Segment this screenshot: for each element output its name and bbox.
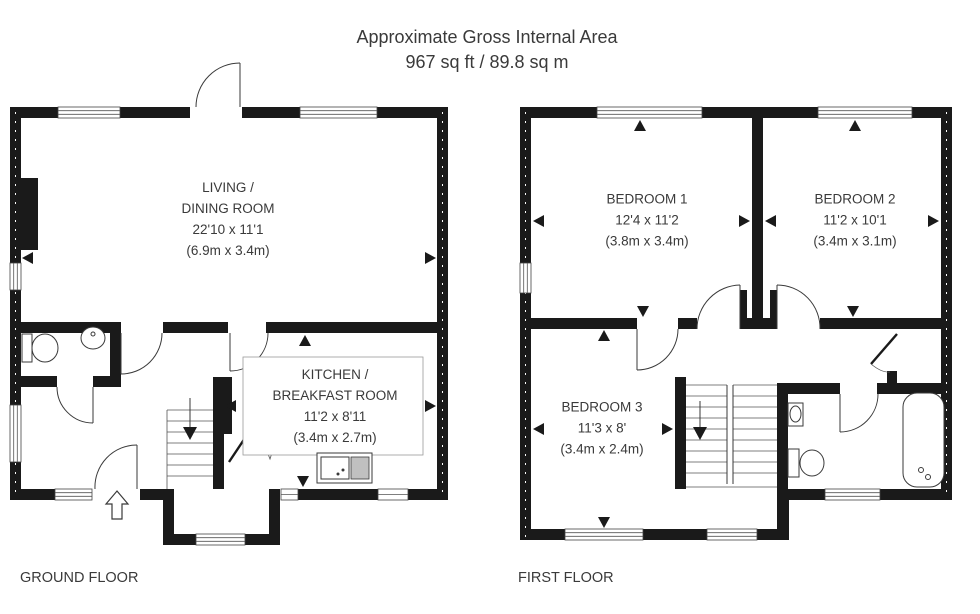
dimension-arrows-first	[533, 120, 939, 528]
room-dimensions-imperial: 12'4 x 11'2	[615, 212, 679, 228]
window	[9, 106, 409, 546]
room-label-bedroom2: BEDROOM 2 11'2 x 10'1 (3.4m x 3.1m)	[813, 189, 896, 252]
kitchen-label-box	[242, 356, 424, 456]
room-dimensions-metric: (3.4m x 2.7m)	[293, 430, 377, 445]
room-name: KITCHEN / BREAKFAST ROOM	[272, 367, 398, 403]
first-floor-label: FIRST FLOOR	[518, 570, 614, 586]
title-line1: Approximate Gross Internal Area	[356, 27, 618, 47]
bathtub-fixture	[902, 392, 945, 488]
room-name: BEDROOM 3	[561, 399, 643, 415]
door	[636, 284, 898, 433]
first-floor-plan	[519, 106, 952, 541]
room-dimensions-metric: (6.9m x 3.4m)	[186, 243, 270, 258]
window	[519, 106, 913, 541]
room-label-bedroom3: BEDROOM 3 11'3 x 8' (3.4m x 2.4m)	[560, 397, 643, 460]
kitchen-sink-fixture	[316, 452, 373, 484]
toilet-fixture	[787, 448, 825, 478]
title-line2: 967 sq ft / 89.8 sq m	[405, 52, 569, 72]
room-dimensions-metric: (3.4m x 2.4m)	[560, 441, 644, 457]
room-name: BEDROOM 1	[606, 191, 688, 207]
room-dimensions-imperial: 11'2 x 10'1	[823, 212, 887, 228]
room-dimensions-imperial: 11'3 x 8'	[577, 420, 627, 436]
room-dimensions-metric: (3.4m x 3.1m)	[813, 233, 897, 249]
room-label-bedroom1: BEDROOM 1 12'4 x 11'2 (3.8m x 3.4m)	[605, 189, 688, 252]
page-title: Approximate Gross Internal Area 967 sq f…	[356, 25, 617, 75]
room-dimensions-imperial: 22'10 x 11'1	[192, 222, 264, 237]
room-dimensions-imperial: 11'2 x 8'11	[303, 409, 367, 424]
room-label-kitchen: KITCHEN / BREAKFAST ROOM 11'2 x 8'11 (3.…	[272, 364, 397, 448]
basin-fixture	[80, 326, 106, 350]
basin-fixture	[787, 402, 804, 427]
room-label-living-dining: LIVING / DINING ROOM 22'10 x 11'1 (6.9m …	[182, 177, 275, 261]
room-dimensions-metric: (3.8m x 3.4m)	[605, 233, 689, 249]
dimension-arrows-ground	[22, 252, 436, 487]
staircase	[686, 384, 777, 488]
room-name: BEDROOM 2	[814, 191, 896, 207]
room-name: LIVING / DINING ROOM	[181, 180, 275, 216]
ground-floor-plan	[9, 62, 448, 546]
ground-floor-label: GROUND FLOOR	[20, 570, 139, 586]
staircase	[166, 398, 213, 489]
toilet-fixture	[21, 333, 59, 363]
entrance-arrow	[104, 490, 130, 520]
chimney-breast	[21, 178, 38, 250]
